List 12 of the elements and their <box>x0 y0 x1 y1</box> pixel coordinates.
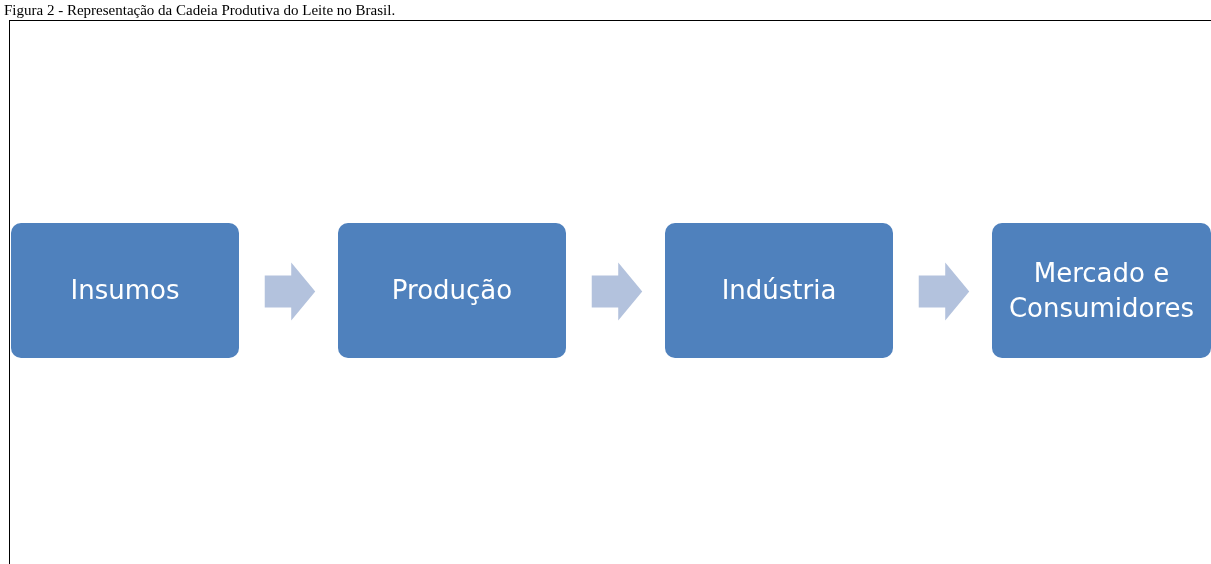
process-box <box>11 223 239 358</box>
figure-title: Figura 2 - Representação da Cadeia Produtiva do Leite no Brasil. <box>4 1 396 19</box>
box-label: Insumos <box>70 274 180 307</box>
box-label: Mercado e Consumidores <box>1007 256 1196 325</box>
process-box <box>665 223 893 358</box>
block-arrow <box>591 262 643 321</box>
box-label: Produção <box>391 274 513 307</box>
block-arrow <box>918 262 970 321</box>
process-box <box>992 223 1211 358</box>
process-box <box>338 223 566 358</box>
box-label: Indústria <box>721 274 837 307</box>
block-arrow <box>264 262 316 321</box>
